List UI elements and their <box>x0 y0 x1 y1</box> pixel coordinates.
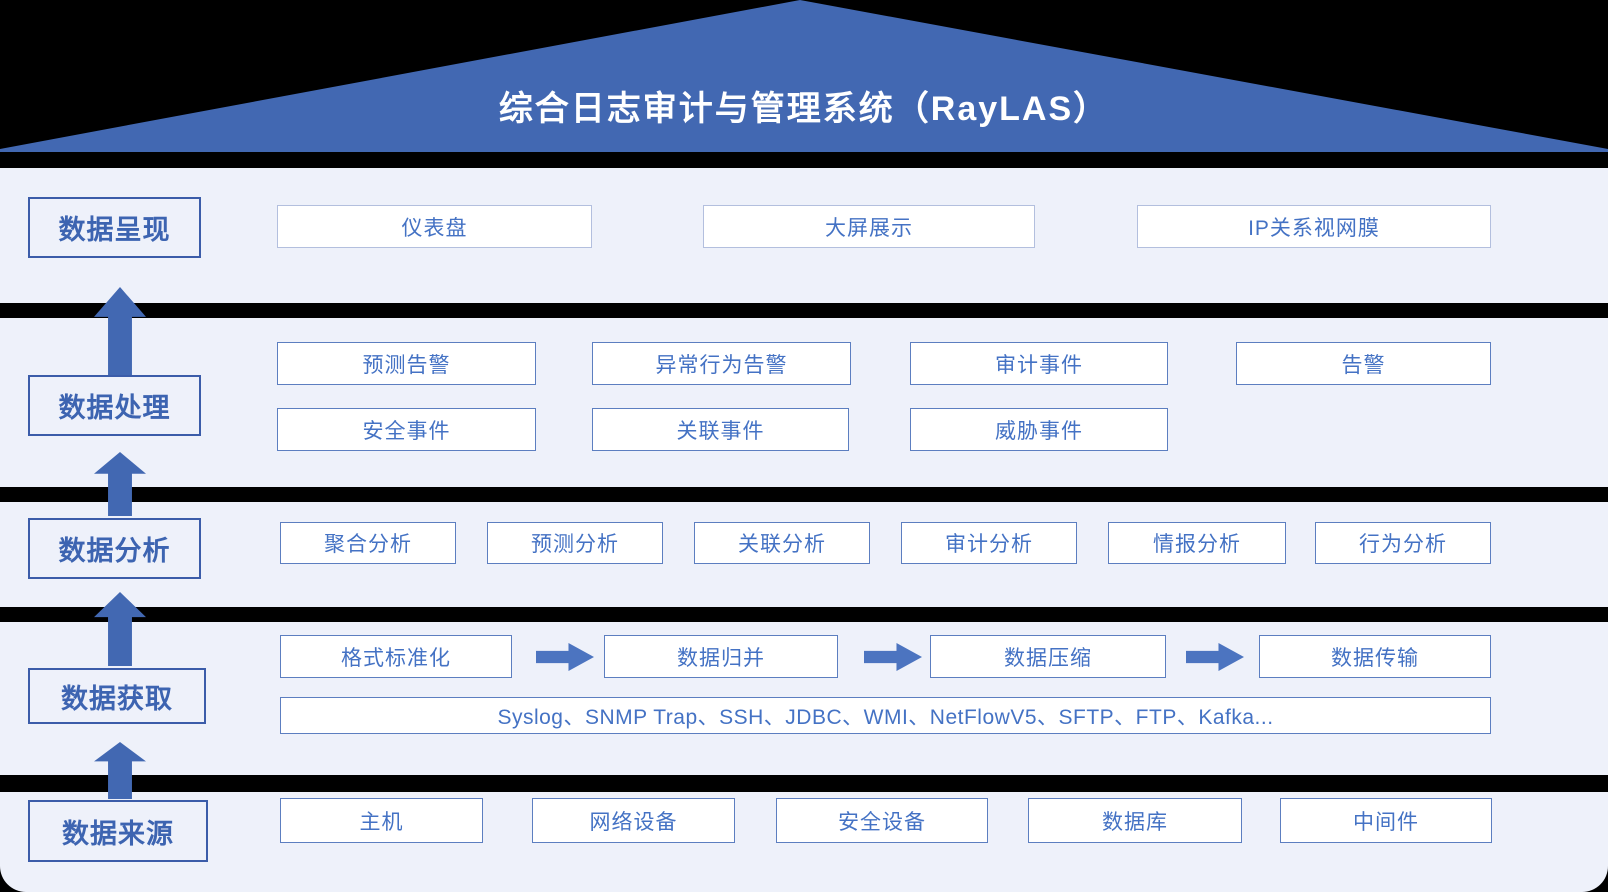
box-big-screen: 大屏展示 <box>703 205 1035 248</box>
box-behavior-analysis: 行为分析 <box>1315 522 1491 564</box>
box-audit-analysis: 审计分析 <box>901 522 1077 564</box>
layer-data-processing: 数据处理 预测告警 异常行为告警 审计事件 告警 安全事件 关联事件 威胁事件 <box>0 318 1608 487</box>
layer-label-data-acquisition: 数据获取 <box>28 668 206 724</box>
layer-label-data-processing: 数据处理 <box>28 375 201 436</box>
box-audit-event: 审计事件 <box>910 342 1168 385</box>
box-data-merge: 数据归并 <box>604 635 838 678</box>
box-abnormal-behavior-alert: 异常行为告警 <box>592 342 851 385</box>
layer-label-data-analysis: 数据分析 <box>28 518 201 579</box>
layer-data-sources: 数据来源 主机 网络设备 安全设备 数据库 中间件 <box>0 792 1608 892</box>
box-format-standardization: 格式标准化 <box>280 635 512 678</box>
box-prediction-analysis: 预测分析 <box>487 522 663 564</box>
box-host: 主机 <box>280 798 483 843</box>
box-dashboard: 仪表盘 <box>277 205 592 248</box>
box-data-transfer: 数据传输 <box>1259 635 1491 678</box>
right-arrow-icon <box>864 643 922 671</box>
box-threat-event: 威胁事件 <box>910 408 1168 451</box>
box-aggregation-analysis: 聚合分析 <box>280 522 456 564</box>
box-intelligence-analysis: 情报分析 <box>1108 522 1286 564</box>
layer-label-data-sources: 数据来源 <box>28 800 208 862</box>
protocols-box: Syslog、SNMP Trap、SSH、JDBC、WMI、NetFlowV5、… <box>280 697 1491 734</box>
box-alert: 告警 <box>1236 342 1491 385</box>
layer-data-acquisition: 数据获取 格式标准化 数据归并 数据压缩 数据传输 Syslog、SNMP Tr… <box>0 622 1608 775</box>
box-ip-relation-retina: IP关系视网膜 <box>1137 205 1491 248</box>
box-security-event: 安全事件 <box>277 408 536 451</box>
box-predict-alert: 预测告警 <box>277 342 536 385</box>
box-data-compression: 数据压缩 <box>930 635 1166 678</box>
layer-data-analysis: 数据分析 聚合分析 预测分析 关联分析 审计分析 情报分析 行为分析 <box>0 502 1608 607</box>
layer-data-presentation: 数据呈现 仪表盘 大屏展示 IP关系视网膜 <box>0 168 1608 303</box>
box-middleware: 中间件 <box>1280 798 1492 843</box>
box-network-device: 网络设备 <box>532 798 735 843</box>
box-database: 数据库 <box>1028 798 1242 843</box>
right-arrow-icon <box>1186 643 1244 671</box>
layer-label-data-presentation: 数据呈现 <box>28 197 201 258</box>
box-security-device: 安全设备 <box>776 798 988 843</box>
box-correlation-event: 关联事件 <box>592 408 849 451</box>
box-correlation-analysis: 关联分析 <box>694 522 870 564</box>
roof-shape: 综合日志审计与管理系统（RayLAS） <box>0 0 1608 152</box>
diagram-title: 综合日志审计与管理系统（RayLAS） <box>498 90 1110 128</box>
right-arrow-icon <box>536 643 594 671</box>
